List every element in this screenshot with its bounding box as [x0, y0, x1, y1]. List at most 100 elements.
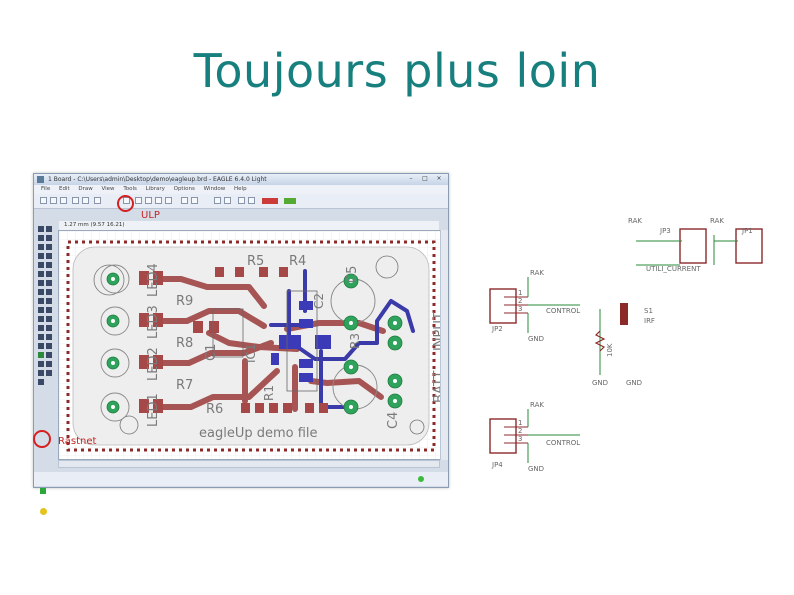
tool-via-icon[interactable]: [38, 352, 44, 358]
redraw-icon[interactable]: [165, 197, 172, 204]
label-r7: R7: [176, 378, 193, 393]
board-dimension-marks: [66, 240, 436, 452]
ratsnest-marker: [33, 430, 51, 448]
jp4-gnd: GND: [528, 465, 544, 473]
tool-move-icon[interactable]: [38, 244, 44, 250]
zoom-out-icon[interactable]: [155, 197, 162, 204]
mosfet-label: IRF: [644, 317, 655, 325]
stop-icon[interactable]: [214, 197, 221, 204]
tool-mark-icon[interactable]: [46, 235, 52, 241]
print-icon[interactable]: [60, 197, 67, 204]
zoom-in-icon[interactable]: [145, 197, 152, 204]
jp2-pin3: 3: [518, 305, 522, 313]
tool-split-icon[interactable]: [38, 307, 44, 313]
menu-library[interactable]: Library: [145, 186, 165, 192]
label-r3: R3: [348, 333, 362, 349]
tool-signal-icon[interactable]: [46, 352, 52, 358]
label-c4: C4: [386, 412, 401, 429]
tool-optimize-icon[interactable]: [46, 307, 52, 313]
board-canvas[interactable]: LED4 LED3 LED2 LED1 R9 R8 R7 R6 R5 R4 C5…: [58, 230, 447, 460]
save-icon[interactable]: [50, 197, 57, 204]
menu-view[interactable]: View: [101, 186, 115, 192]
close-button[interactable]: ×: [436, 175, 442, 182]
mosfet-and-resistor: 10K S1 IRF GND GND: [592, 303, 655, 387]
label-r8: R8: [176, 336, 193, 351]
label-ic1: IC1: [244, 343, 258, 363]
tool-ratsnest-icon[interactable]: [40, 488, 46, 494]
tool-dimension-icon[interactable]: [38, 370, 44, 376]
tool-text-icon[interactable]: [46, 325, 52, 331]
eagleup-icon[interactable]: [284, 198, 296, 204]
ulp-marker: [117, 195, 134, 212]
tool-copy-icon[interactable]: [46, 244, 52, 250]
label-r1: R1: [262, 385, 276, 401]
eagle-window[interactable]: 1 Board - C:\Users\admin\Desktop\demo\ea…: [33, 173, 449, 515]
tool-value-icon[interactable]: [46, 289, 52, 295]
menu-file[interactable]: File: [41, 186, 51, 192]
menu-draw[interactable]: Draw: [78, 186, 93, 192]
menu-help[interactable]: Help: [234, 186, 247, 192]
menu-edit[interactable]: Edit: [58, 186, 70, 192]
sch-icon[interactable]: [82, 197, 89, 204]
maximize-button[interactable]: □: [422, 175, 428, 182]
status-led: [418, 476, 424, 482]
tool-circle-icon[interactable]: [38, 334, 44, 340]
tool-hole-icon[interactable]: [38, 361, 44, 367]
tool-change-icon[interactable]: [46, 262, 52, 268]
coordinate-display: 1.27 mm (9.57 16.21): [64, 222, 125, 228]
tool-display-icon[interactable]: [38, 235, 44, 241]
tool-info-icon[interactable]: [38, 226, 44, 232]
title-bar[interactable]: 1 Board - C:\Users\admin\Desktop\demo\ea…: [34, 174, 448, 185]
jp2-label: JP2: [491, 325, 503, 333]
zoom-fit-icon[interactable]: [135, 197, 142, 204]
toolbar: [34, 194, 448, 209]
drc-icon[interactable]: [238, 197, 245, 204]
jp1-label: JP1: [741, 227, 753, 235]
menu-window[interactable]: Window: [203, 186, 226, 192]
minimize-button[interactable]: –: [409, 175, 413, 182]
tool-miter-icon[interactable]: [46, 298, 52, 304]
tool-label-icon[interactable]: [46, 370, 52, 376]
redo-icon[interactable]: [191, 197, 198, 204]
tool-replace-icon[interactable]: [46, 280, 52, 286]
tool-delete-icon[interactable]: [46, 271, 52, 277]
tool-route-icon[interactable]: [38, 316, 44, 322]
open-icon[interactable]: [40, 197, 47, 204]
tool-polygon-icon[interactable]: [46, 343, 52, 349]
tool-paste-icon[interactable]: [38, 271, 44, 277]
menu-bar: File Edit Draw View Tools Library Option…: [34, 185, 448, 194]
tool-rotate-icon[interactable]: [46, 253, 52, 259]
tool-mirror-icon[interactable]: [38, 253, 44, 259]
vertical-scrollbar[interactable]: [440, 230, 448, 460]
tool-name-icon[interactable]: [38, 289, 44, 295]
tool-add-icon[interactable]: [38, 280, 44, 286]
menu-options[interactable]: Options: [173, 186, 195, 192]
jp3-rak: RAK: [628, 217, 642, 225]
script-icon[interactable]: [94, 197, 101, 204]
undo-icon[interactable]: [181, 197, 188, 204]
schematic-snippet: JP2 1 2 3 RAK CONTROL GND 10K S1 IRF GND…: [489, 217, 763, 473]
horizontal-scrollbar[interactable]: [58, 460, 440, 468]
tool-arc-icon[interactable]: [46, 334, 52, 340]
tool-group-icon[interactable]: [38, 262, 44, 268]
mount-hole-tr: [375, 255, 399, 279]
tool-autorouter-icon[interactable]: [38, 379, 44, 385]
jp4-rak: RAK: [530, 401, 544, 409]
tool-show-icon[interactable]: [46, 226, 52, 232]
jp3-current: UTILI_CURRENT: [646, 265, 701, 273]
tool-errors-icon[interactable]: [40, 508, 47, 515]
sparkfun-icon[interactable]: [262, 198, 278, 204]
tool-ripup-icon[interactable]: [46, 316, 52, 322]
app-icon: [37, 176, 44, 183]
tool-wire-icon[interactable]: [38, 325, 44, 331]
red-smd-pads: [139, 267, 328, 413]
label-led2: LED2: [146, 347, 161, 381]
help-icon[interactable]: [248, 197, 255, 204]
menu-tools[interactable]: Tools: [123, 186, 137, 192]
cam-icon[interactable]: [72, 197, 79, 204]
label-led3: LED3: [146, 305, 161, 339]
tool-smash-icon[interactable]: [38, 298, 44, 304]
tool-attribute-icon[interactable]: [46, 361, 52, 367]
tool-rect-icon[interactable]: [38, 343, 44, 349]
go-icon[interactable]: [224, 197, 231, 204]
